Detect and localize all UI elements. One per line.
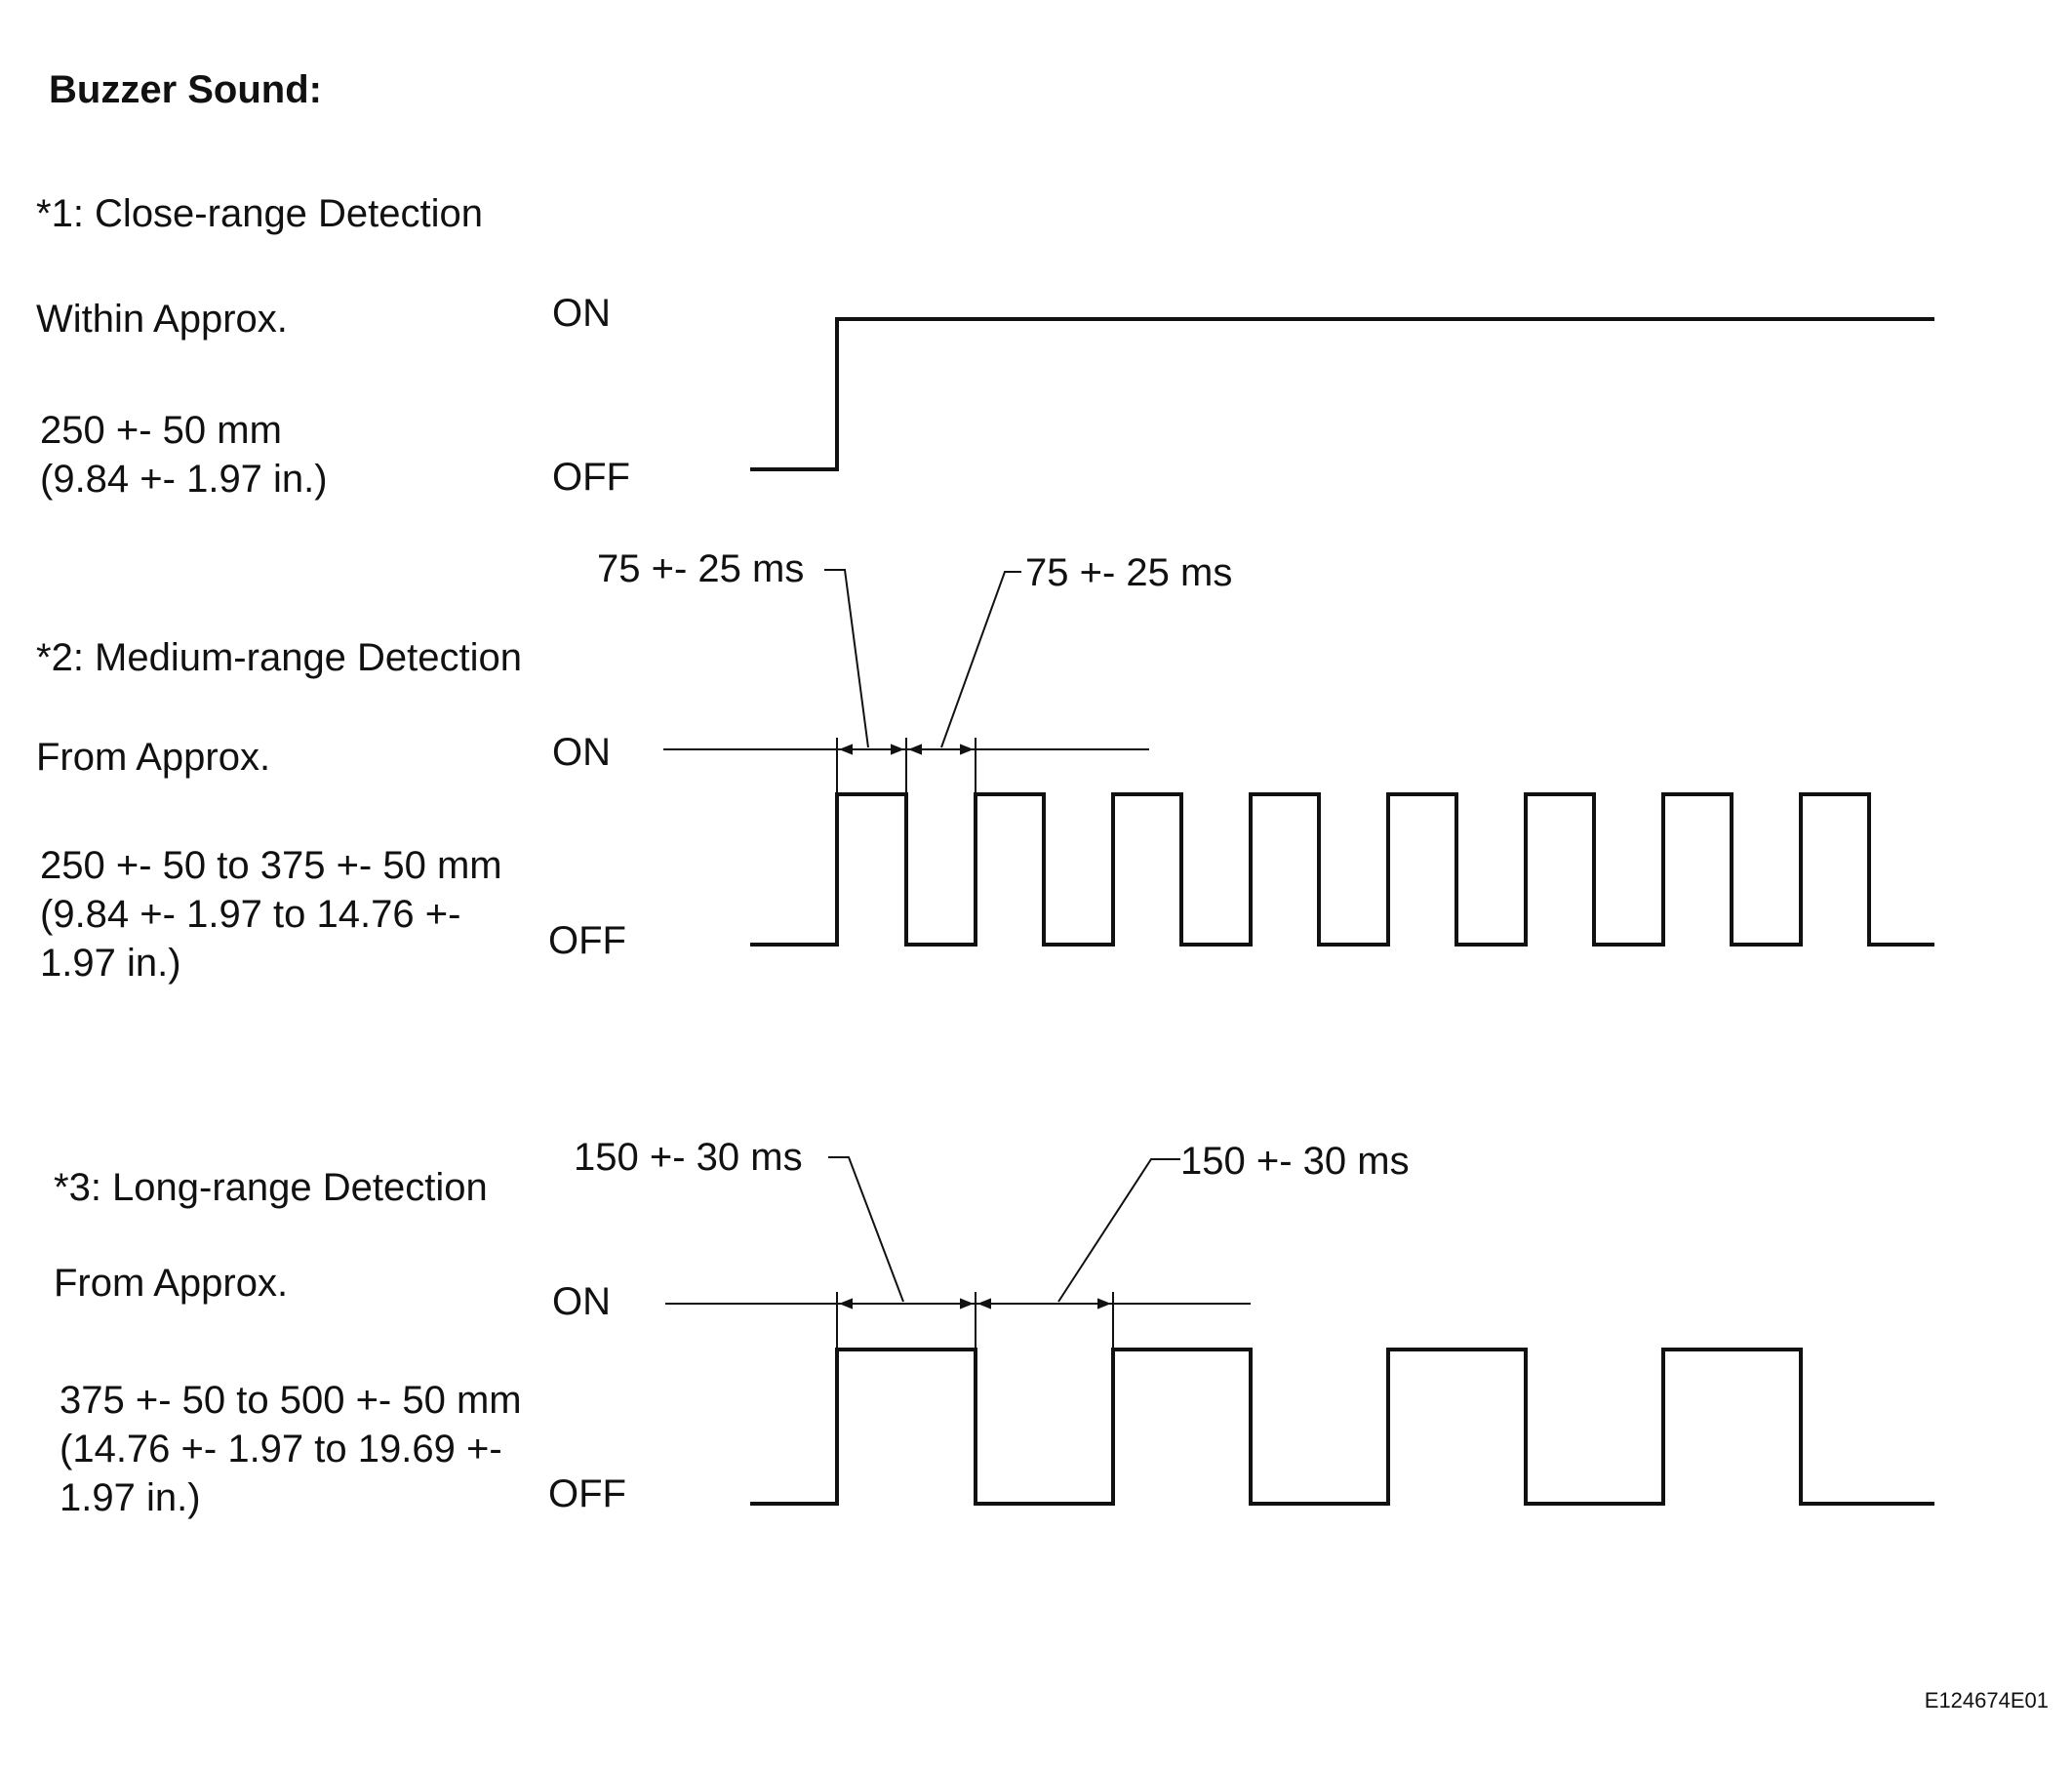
section-long-range: *3: Long-range Detection From Approx. 37… — [54, 1136, 1934, 1519]
close-range-signal-trace — [750, 317, 1934, 471]
section-heading: *3: Long-range Detection — [54, 1166, 488, 1209]
condition-line: (14.76 +- 1.97 to 19.69 +- — [60, 1428, 502, 1471]
section-heading: *1: Close-range Detection — [36, 192, 483, 235]
condition-line: 1.97 in.) — [40, 942, 181, 985]
off-time-label: 150 +- 30 ms — [1180, 1140, 1410, 1183]
off-time-leader — [1057, 1158, 1180, 1303]
on-level-label: ON — [552, 731, 611, 774]
condition-line: (9.84 +- 1.97 in.) — [40, 458, 328, 501]
condition-line: 250 +- 50 to 375 +- 50 mm — [40, 844, 502, 887]
condition-line: 375 +- 50 to 500 +- 50 mm — [60, 1379, 522, 1422]
condition-prefix: From Approx. — [54, 1262, 288, 1305]
on-level-label: ON — [552, 292, 611, 335]
figure-code: E124674E01 — [1925, 1688, 2049, 1713]
on-level-label: ON — [552, 1280, 611, 1323]
condition-prefix: From Approx. — [36, 736, 270, 779]
condition-prefix: Within Approx. — [36, 298, 288, 341]
on-time-leader — [828, 1156, 904, 1303]
off-level-label: OFF — [552, 456, 630, 499]
off-time-leader — [940, 571, 1021, 748]
section-medium-range: *2: Medium-range Detection From Approx. … — [36, 547, 1934, 985]
on-time-label: 75 +- 25 ms — [597, 547, 804, 590]
condition-line: 1.97 in.) — [60, 1476, 201, 1519]
on-time-leader — [824, 569, 869, 748]
long-range-signal-trace — [750, 1348, 1934, 1506]
condition-line: (9.84 +- 1.97 to 14.76 +- — [40, 893, 460, 936]
off-level-label: OFF — [548, 919, 626, 962]
off-time-label: 75 +- 25 ms — [1025, 551, 1232, 594]
section-close-range: *1: Close-range Detection Within Approx.… — [36, 192, 1934, 501]
section-heading: *2: Medium-range Detection — [36, 636, 522, 679]
off-level-label: OFF — [548, 1472, 626, 1515]
medium-range-signal-trace — [750, 792, 1934, 947]
condition-line: 250 +- 50 mm — [40, 409, 282, 452]
diagram-title: Buzzer Sound: — [49, 68, 322, 111]
on-time-label: 150 +- 30 ms — [574, 1136, 803, 1179]
